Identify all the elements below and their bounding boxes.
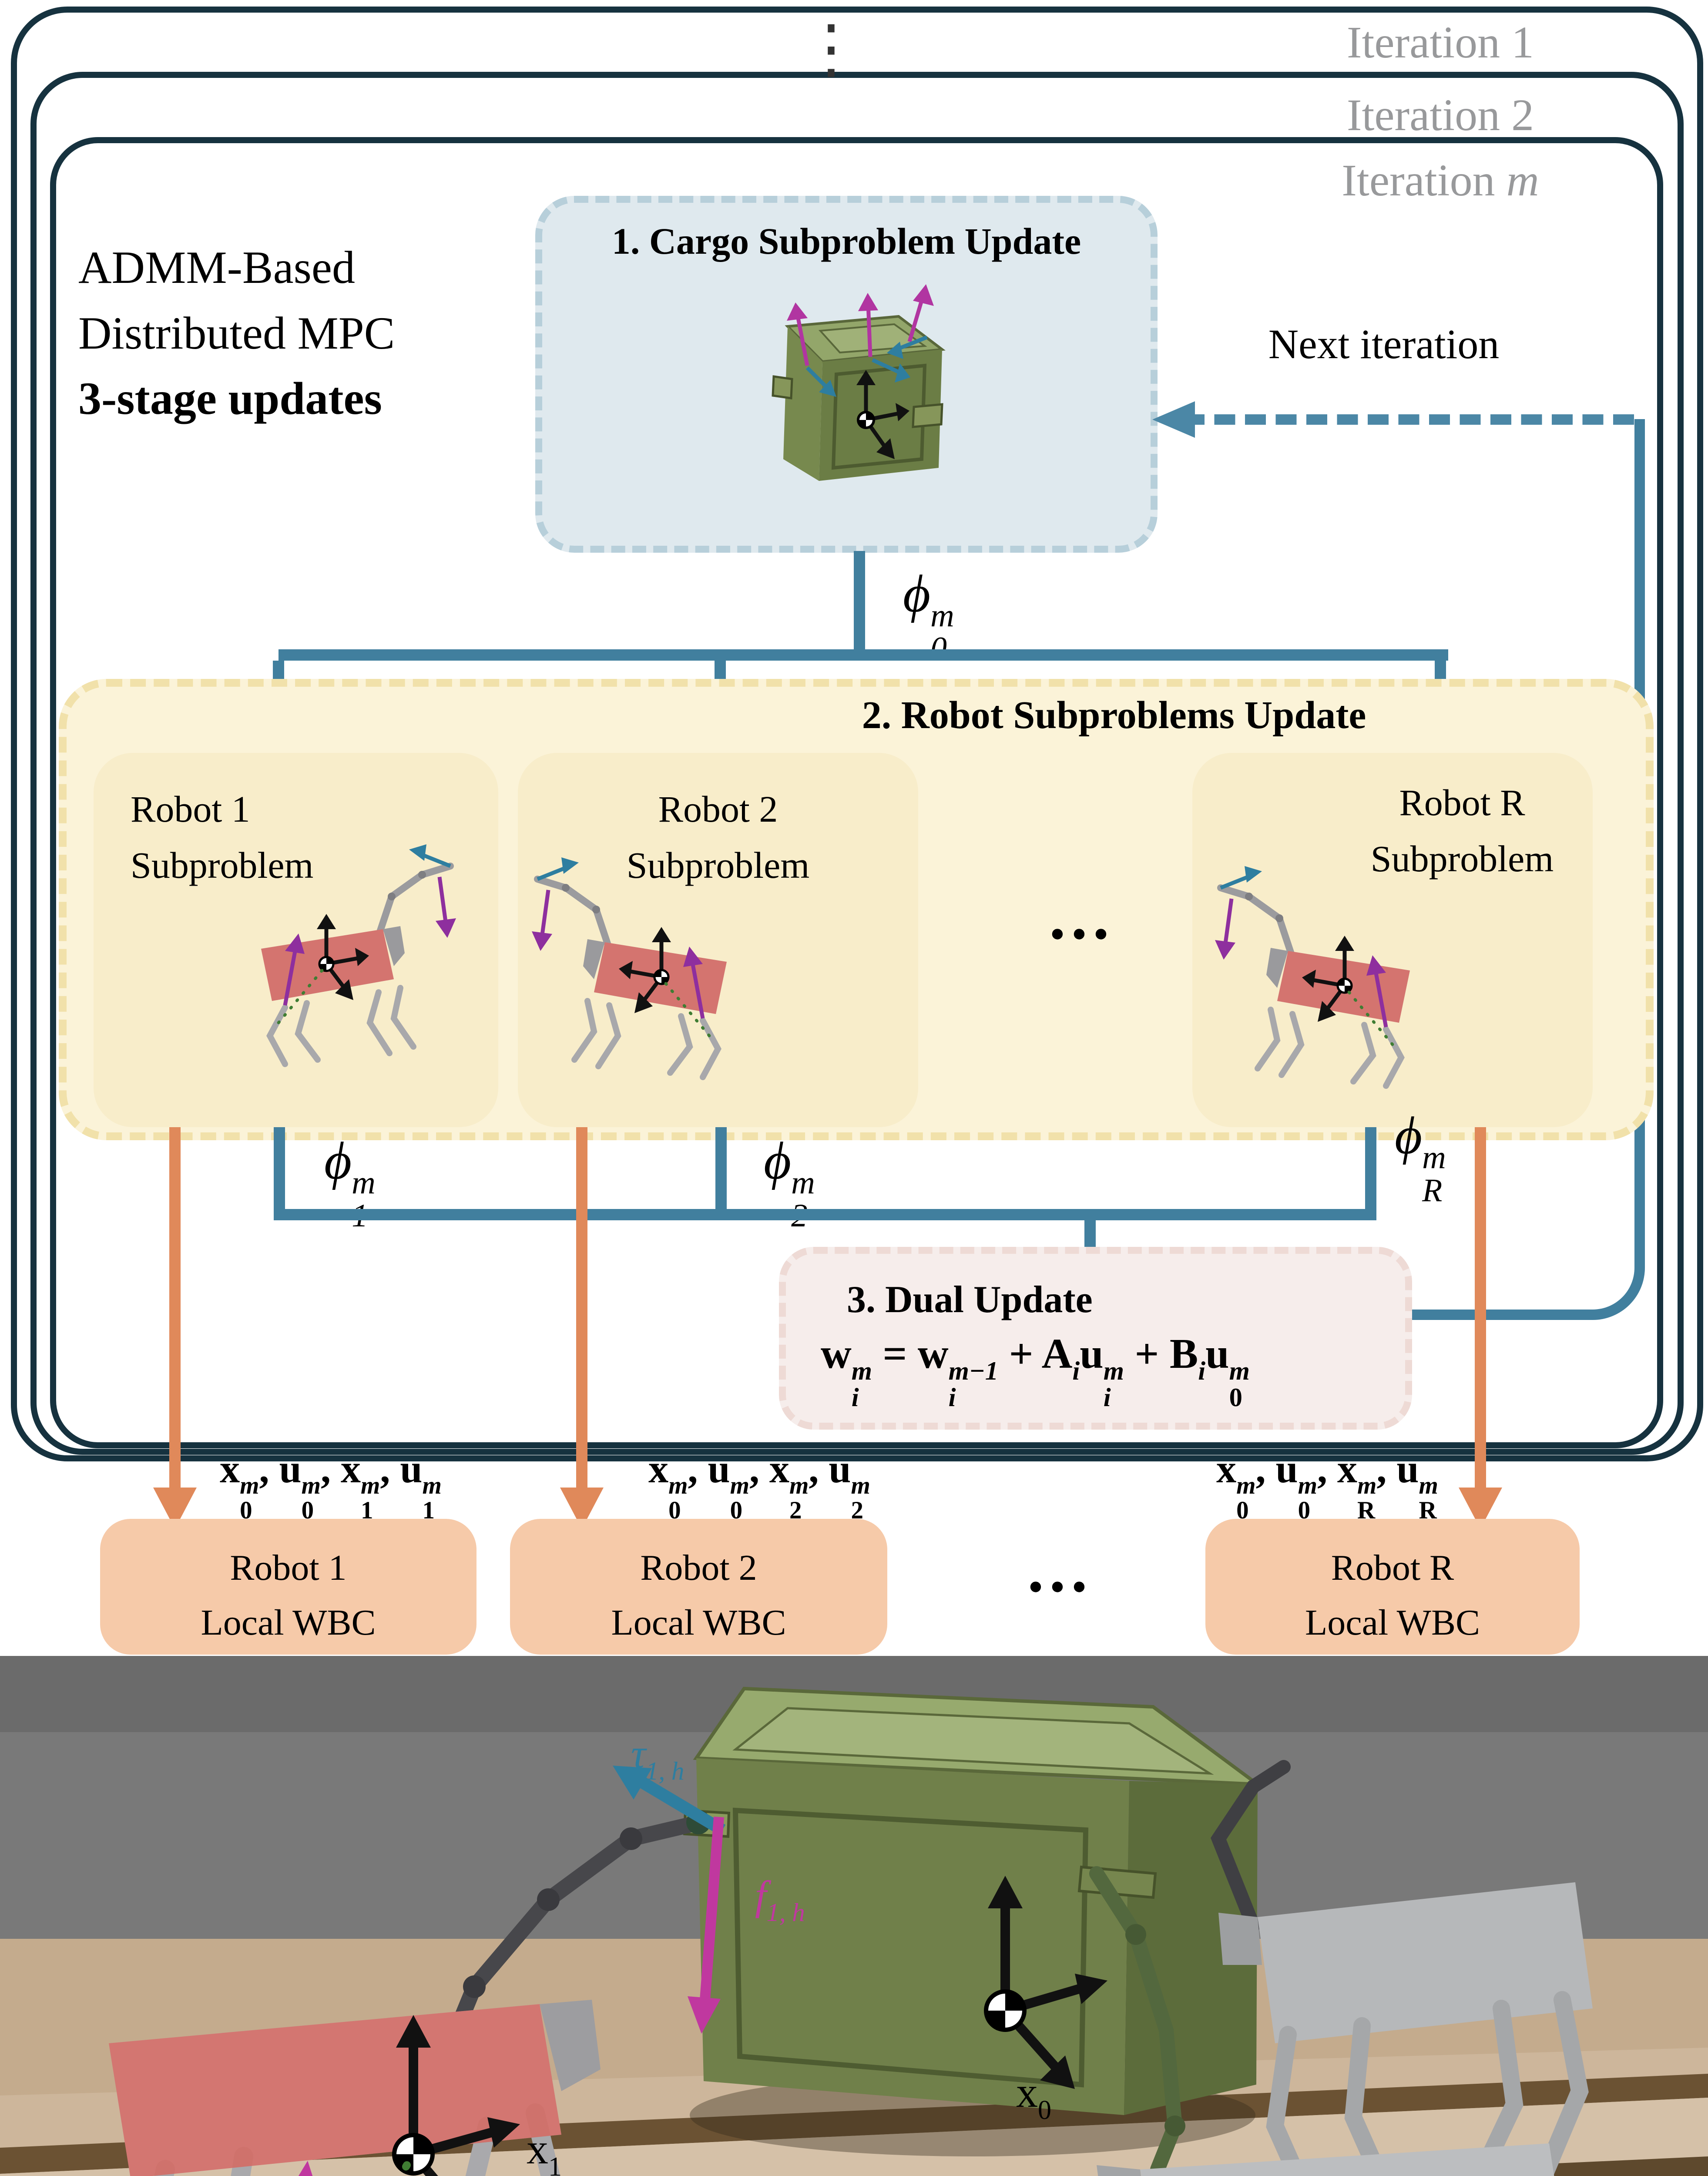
robot2-wbc-line1: Robot 2 <box>640 1548 757 1588</box>
red-highlight-overlay <box>109 2004 561 2176</box>
gray-robot-front <box>1089 1866 1554 2176</box>
robot2-wbc-box: Robot 2 Local WBC <box>510 1519 887 1655</box>
robot2-subproblem-card <box>518 753 918 1127</box>
robot1-wbc-line2: Local WBC <box>201 1602 376 1643</box>
phi0-line <box>854 551 865 652</box>
next-iteration-label: Next iteration <box>1268 321 1500 367</box>
cargo-crate-icon <box>722 276 966 520</box>
robot1-label-line1: Robot 1 <box>131 788 250 830</box>
robotR-wbc-line1: Robot R <box>1331 1548 1454 1588</box>
phi2-line <box>715 1127 727 1214</box>
robot1-wbc-box: Robot 1 Local WBC <box>100 1519 476 1655</box>
f-1h-arrow <box>688 1817 724 2034</box>
robot1-subproblem-label: Robot 1 Subproblem <box>131 781 313 893</box>
stage2-ellipsis: ··· <box>1046 898 1112 970</box>
phi1-line <box>274 1127 285 1214</box>
next-iteration-arrowhead <box>1152 401 1195 438</box>
simulation-photo <box>0 1656 1708 2176</box>
stage1-title: 1. Cargo Subproblem Update <box>611 220 1081 262</box>
wbc-ellipsis: ··· <box>1024 1551 1091 1623</box>
next-iteration-dotted-arrow <box>1184 414 1634 425</box>
iteration-2-label: Iteration 2 <box>1346 90 1534 140</box>
phi1-label: ϕm1 <box>324 1132 376 1232</box>
stage3-title: 3. Dual Update <box>847 1279 1093 1321</box>
robot1-icon <box>196 836 466 1071</box>
robotR-subproblem-label: Robot R Subproblem <box>1340 775 1584 887</box>
iteration-vertical-ellipsis: ⋮ <box>799 13 864 85</box>
phi2-label: ϕm2 <box>764 1132 815 1232</box>
robot1-label-line2: Subproblem <box>131 844 314 886</box>
stage2-title: 2. Robot Subproblems Update <box>862 694 1366 737</box>
wbc-arrow-2-shaft <box>576 1127 587 1488</box>
phiR-line <box>1365 1127 1376 1214</box>
robotR-label-line2: Subproblem <box>1370 838 1554 880</box>
phi-collector-line <box>274 1209 1376 1220</box>
robot2-label-line2: Subproblem <box>626 844 810 886</box>
admm-title-line2: Distributed MPC <box>78 307 395 359</box>
admm-title-line1: ADMM-Based <box>78 242 355 293</box>
robot2-label-line1: Robot 2 <box>658 788 778 830</box>
robotR-wbc-box: Robot R Local WBC <box>1205 1519 1580 1655</box>
robot2-subproblem-label: Robot 2 Subproblem <box>518 781 918 893</box>
robotR-icon <box>1205 857 1475 1092</box>
iteration-1-label: Iteration 1 <box>1346 17 1534 67</box>
iteration-m-label: Iteration m <box>1342 155 1539 205</box>
robot2-wbc-line2: Local WBC <box>611 1602 786 1643</box>
admm-title-line3: 3-stage updates <box>78 373 382 424</box>
robot1-wbc-line1: Robot 1 <box>230 1548 347 1588</box>
red-robot <box>109 1810 711 2176</box>
robotR-wbc-line2: Local WBC <box>1305 1602 1480 1643</box>
tau-1h-arrow <box>613 1766 726 1836</box>
wbc-arrow-3-shaft <box>1475 1127 1486 1488</box>
robot2-icon <box>522 849 792 1084</box>
f-13-arrow <box>298 2161 313 2176</box>
wbc-arrow-1-shaft <box>169 1127 181 1488</box>
admm-title: ADMM-Based Distributed MPC 3-stage updat… <box>78 235 592 432</box>
gray-robot-back <box>1211 1760 1593 2176</box>
robotR-label-line1: Robot R <box>1399 782 1525 823</box>
distributor-line <box>279 649 1448 661</box>
